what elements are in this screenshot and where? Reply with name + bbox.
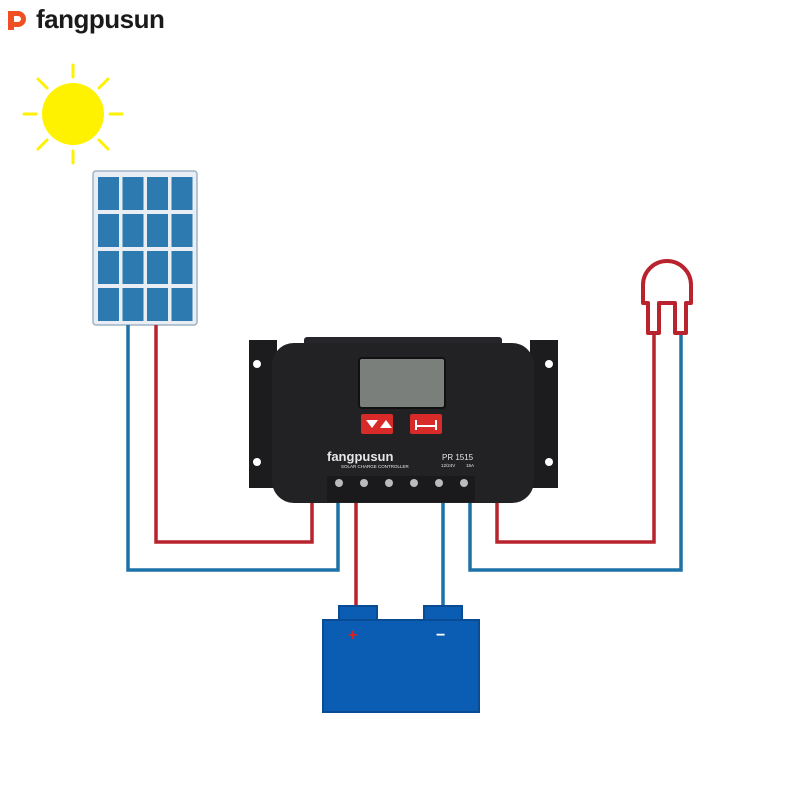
battery-negative-label: − <box>436 627 445 644</box>
controller-subtitle: SOLAR CHARGE CONTROLLER <box>341 464 410 469</box>
sun-icon <box>22 63 124 165</box>
controller-brand: fangpusun <box>327 449 393 464</box>
solar-cell <box>98 288 119 321</box>
panel-positive-wire <box>154 325 314 544</box>
solar-cell <box>98 177 119 210</box>
brand-logo: fangpusun <box>6 4 165 35</box>
solar-panel <box>92 170 198 326</box>
solar-cell <box>147 288 168 321</box>
solar-cell <box>98 251 119 284</box>
controller-model: PR 1515 <box>442 453 474 462</box>
load-positive-wire <box>495 335 656 544</box>
terminal-screws <box>335 479 468 487</box>
solar-cell <box>98 214 119 247</box>
solar-cell <box>122 214 144 247</box>
solar-cell <box>147 177 168 210</box>
load-negative-wire <box>468 335 683 572</box>
solar-cell <box>171 288 193 321</box>
solar-cell <box>171 214 193 247</box>
solar-cell <box>147 251 168 284</box>
solar-cell <box>171 251 193 284</box>
battery-positive-label: + <box>348 627 357 644</box>
load-plug-icon <box>641 259 693 335</box>
up-down-arrows-icon <box>366 420 392 428</box>
solar-cell <box>171 177 193 210</box>
controller-voltage: 12/24V <box>441 463 455 468</box>
solar-charge-controller: fangpusun SOLAR CHARGE CONTROLLER PR 151… <box>249 337 558 503</box>
brand-name: fangpusun <box>36 4 165 34</box>
menu-button <box>361 414 393 434</box>
logo-mark-icon <box>8 10 26 30</box>
solar-cell <box>147 214 168 247</box>
load-button <box>410 414 442 434</box>
solar-cell <box>122 288 144 321</box>
battery: + − <box>322 605 480 713</box>
solar-cell <box>122 251 144 284</box>
controller-current: 15A <box>466 463 474 468</box>
panel-negative-wire <box>126 325 340 572</box>
load-icon <box>415 420 437 430</box>
solar-cell <box>122 177 144 210</box>
